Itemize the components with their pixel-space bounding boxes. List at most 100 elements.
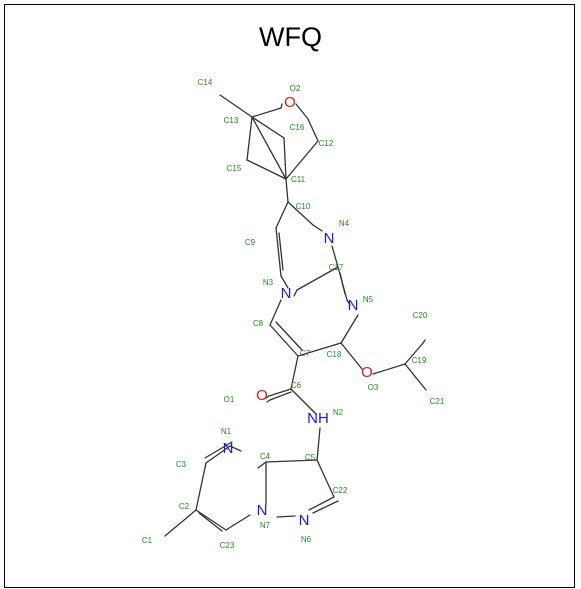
bond-9 bbox=[246, 116, 253, 161]
atom-label-n5: N5 bbox=[363, 295, 374, 304]
bond-6 bbox=[251, 116, 287, 180]
bond-18 bbox=[331, 245, 339, 268]
bond-35 bbox=[268, 388, 292, 397]
heteroatom-layer: N NH N N N N N O O O bbox=[223, 94, 373, 529]
bond-8 bbox=[283, 137, 287, 180]
atom-label-o3: O3 bbox=[368, 383, 379, 392]
atom-label-c1: C1 bbox=[142, 536, 153, 545]
atom-label-n1: N1 bbox=[221, 427, 232, 436]
atom-label-c8: C8 bbox=[253, 319, 264, 328]
bond-17 bbox=[312, 224, 323, 232]
atom-label-c11: C11 bbox=[291, 175, 306, 184]
heteroatom-o1: O bbox=[256, 387, 268, 404]
bond-48 bbox=[195, 462, 207, 511]
bond-45 bbox=[229, 445, 242, 452]
bond-5 bbox=[285, 140, 319, 180]
atom-label-n4: N4 bbox=[339, 219, 350, 228]
bond-31 bbox=[404, 342, 424, 365]
heteroatom-n5: N bbox=[348, 297, 359, 314]
bond-33 bbox=[404, 363, 427, 391]
bond-36 bbox=[269, 391, 292, 401]
bond-38 bbox=[266, 399, 271, 403]
bond-16 bbox=[287, 201, 314, 226]
heteroatom-o3: O bbox=[361, 364, 373, 381]
atom-label-c6: C6 bbox=[291, 381, 302, 390]
bond-24 bbox=[340, 314, 359, 344]
atom-label-c18: C18 bbox=[327, 350, 342, 359]
atom-label-c3: C3 bbox=[176, 460, 187, 469]
bond-55 bbox=[312, 500, 339, 514]
atom-label-c10: C10 bbox=[296, 202, 311, 211]
bond-50 bbox=[198, 512, 223, 532]
bond-34 bbox=[290, 355, 299, 390]
bond-39 bbox=[290, 388, 313, 411]
bond-43 bbox=[265, 459, 318, 463]
bond-12 bbox=[275, 201, 289, 229]
bond-23 bbox=[339, 272, 346, 295]
bond-28 bbox=[269, 299, 282, 326]
bond-30 bbox=[372, 363, 406, 375]
atom-label-c4: C4 bbox=[260, 452, 271, 461]
atom-label-n3: N3 bbox=[263, 278, 274, 287]
atom-label-n6: N6 bbox=[301, 535, 312, 544]
bond-13 bbox=[275, 227, 282, 277]
bond-15 bbox=[280, 275, 289, 289]
heteroatom-n7: N bbox=[257, 502, 268, 519]
heteroatom-n4: N bbox=[324, 230, 335, 247]
atom-label-n2: N2 bbox=[333, 408, 344, 417]
atom-label-n7: N7 bbox=[260, 521, 271, 530]
bond-19 bbox=[296, 266, 339, 291]
molecule-title: WFQ bbox=[259, 22, 322, 52]
atom-label-c21: C21 bbox=[430, 397, 445, 406]
bond-7 bbox=[251, 116, 285, 139]
bond-4 bbox=[307, 118, 319, 142]
bond-14 bbox=[278, 232, 284, 271]
atom-label-c22: C22 bbox=[333, 486, 348, 495]
heteroatom-n1: N bbox=[223, 440, 234, 457]
bond-44 bbox=[257, 461, 267, 469]
heteroatom-nh: NH bbox=[307, 410, 329, 427]
bond-32 bbox=[422, 339, 426, 344]
bond-54 bbox=[308, 496, 335, 511]
atom-label-c2: C2 bbox=[179, 502, 190, 511]
heteroatom-o2: O bbox=[284, 94, 296, 111]
bond-26 bbox=[269, 324, 299, 357]
atom-label-c7: C7 bbox=[300, 349, 311, 358]
bond-42 bbox=[316, 449, 319, 461]
heteroatom-n3: N bbox=[281, 285, 292, 302]
bond-41 bbox=[317, 427, 321, 451]
bond-2 bbox=[280, 103, 283, 109]
bond-52 bbox=[164, 509, 197, 537]
bond-layer bbox=[164, 94, 427, 537]
bond-27 bbox=[275, 321, 303, 351]
atom-label-c12: C12 bbox=[319, 139, 334, 148]
atom-label-c19: C19 bbox=[412, 356, 427, 365]
bond-53 bbox=[316, 459, 335, 498]
atom-label-c23: C23 bbox=[220, 541, 235, 550]
bond-11 bbox=[285, 178, 289, 203]
atom-label-c14: C14 bbox=[198, 78, 213, 87]
diagram-frame bbox=[4, 4, 575, 588]
bond-37 bbox=[265, 395, 270, 399]
bond-49 bbox=[195, 509, 227, 531]
atom-label-c9: C9 bbox=[245, 238, 256, 247]
bond-20 bbox=[293, 289, 298, 297]
atom-label-c13: C13 bbox=[224, 116, 239, 125]
bond-46 bbox=[205, 445, 231, 464]
atom-label-c20: C20 bbox=[413, 311, 428, 320]
atom-label-c16: C16 bbox=[290, 123, 305, 132]
bond-22 bbox=[346, 299, 351, 306]
atom-label-c15: C15 bbox=[227, 164, 242, 173]
bond-10 bbox=[246, 159, 287, 180]
bond-25 bbox=[297, 342, 342, 357]
bond-51 bbox=[225, 514, 251, 531]
atom-label-o2: O2 bbox=[290, 84, 301, 93]
bond-3 bbox=[295, 103, 309, 120]
bond-29 bbox=[340, 342, 363, 370]
heteroatom-n6: N bbox=[299, 512, 310, 529]
bond-1 bbox=[251, 107, 282, 118]
bond-40 bbox=[311, 409, 317, 415]
bond-0 bbox=[219, 94, 253, 118]
